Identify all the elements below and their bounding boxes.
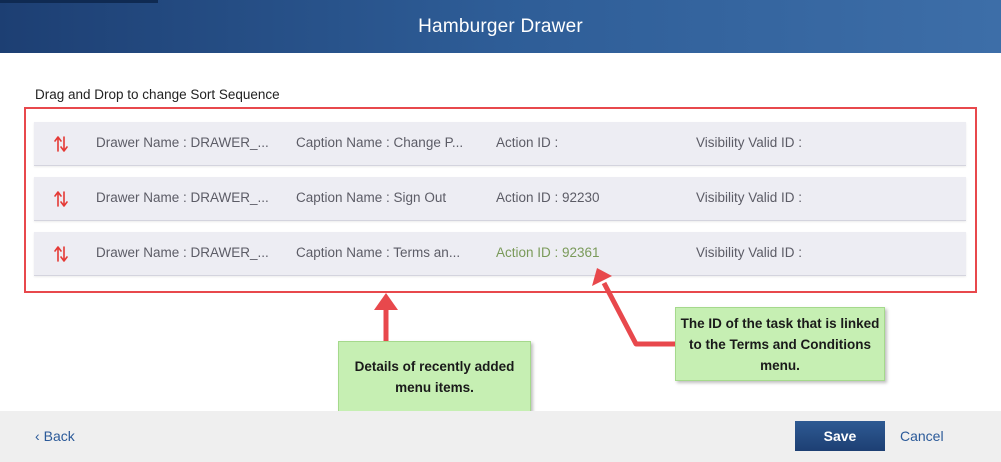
sort-up-down-icon[interactable] [54,245,68,263]
header-accent-bar [0,0,158,3]
chevron-left-icon: ‹ [35,428,40,444]
page-header: Hamburger Drawer [0,0,1001,53]
back-button[interactable]: ‹ Back [35,428,75,444]
caption-name: Caption Name : Change P... [296,135,464,150]
annotation-frame [24,107,977,293]
page-title: Hamburger Drawer [418,15,583,37]
callout-task-id: The ID of the task that is linked to the… [675,307,885,381]
action-id: Action ID : 92230 [496,190,600,205]
caption-name: Caption Name : Terms an... [296,245,461,260]
visibility-valid-id: Visibility Valid ID : [696,135,803,150]
drawer-item-row[interactable]: Drawer Name : DRAWER_... Caption Name : … [34,177,966,221]
sort-instruction: Drag and Drop to change Sort Sequence [35,87,280,102]
back-label: Back [43,428,75,444]
cancel-button[interactable]: Cancel [900,428,944,444]
drawer-item-row[interactable]: Drawer Name : DRAWER_... Caption Name : … [34,232,966,276]
save-button[interactable]: Save [795,421,885,451]
drawer-name: Drawer Name : DRAWER_... [96,190,269,205]
callout-recent-items: Details of recently added menu items. [338,341,531,413]
drawer-name: Drawer Name : DRAWER_... [96,245,269,260]
footer-bar: ‹ Back Save Cancel [0,411,1001,462]
action-id: Action ID : [496,135,559,150]
sort-up-down-icon[interactable] [54,135,68,153]
action-id: Action ID : 92361 [496,245,600,260]
drawer-item-row[interactable]: Drawer Name : DRAWER_... Caption Name : … [34,122,966,166]
visibility-valid-id: Visibility Valid ID : [696,245,803,260]
caption-name: Caption Name : Sign Out [296,190,447,205]
arrow-to-rows [374,293,398,341]
sort-up-down-icon[interactable] [54,190,68,208]
visibility-valid-id: Visibility Valid ID : [696,190,803,205]
drawer-name: Drawer Name : DRAWER_... [96,135,269,150]
